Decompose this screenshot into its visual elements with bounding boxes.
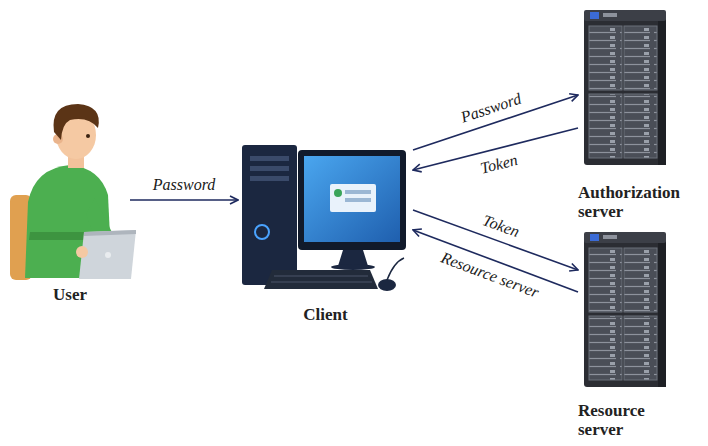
node-box: Client: [238, 125, 413, 325]
edge-label: Password: [458, 90, 523, 126]
mouse-cable: [387, 258, 404, 280]
resource-server-illustration: [584, 232, 666, 387]
drive-slot: [250, 176, 289, 181]
login-window: [330, 184, 376, 212]
authorization-server-illustration: [584, 10, 666, 165]
connectors: [130, 95, 578, 292]
eye: [86, 134, 90, 138]
monitor-base: [331, 264, 375, 270]
screen: [304, 156, 400, 242]
edge-label: Token: [479, 150, 520, 176]
mouse: [378, 279, 396, 291]
user-illustration: [10, 104, 136, 280]
node-box: Resource server: [578, 230, 702, 440]
login-avatar: [334, 189, 342, 197]
monitor-stand: [338, 250, 368, 266]
hair: [54, 104, 99, 140]
edge-label: Resource server: [439, 249, 542, 302]
node-label: User: [53, 285, 87, 305]
node-box: User: [10, 110, 130, 305]
keyboard-keys: [271, 276, 372, 282]
node-label: Resource server: [578, 401, 645, 440]
login-field: [345, 198, 371, 202]
laptop-edge: [84, 230, 136, 236]
hand: [76, 246, 88, 258]
node-box: Authorization server: [578, 10, 702, 222]
edge-label: Password: [153, 176, 216, 194]
monitor: [298, 150, 406, 250]
node-label: Authorization server: [578, 183, 680, 222]
arrow-connector: [130, 199, 238, 201]
drive-slot: [250, 166, 289, 171]
login-field: [345, 190, 371, 194]
power-button: [255, 225, 269, 239]
node-label: Client: [303, 305, 347, 325]
client-computer: [242, 145, 406, 291]
laptop: [79, 230, 136, 279]
laptop-logo: [105, 252, 111, 258]
keyboard: [264, 270, 378, 289]
drive-slot: [250, 156, 289, 161]
tower: [242, 145, 297, 285]
